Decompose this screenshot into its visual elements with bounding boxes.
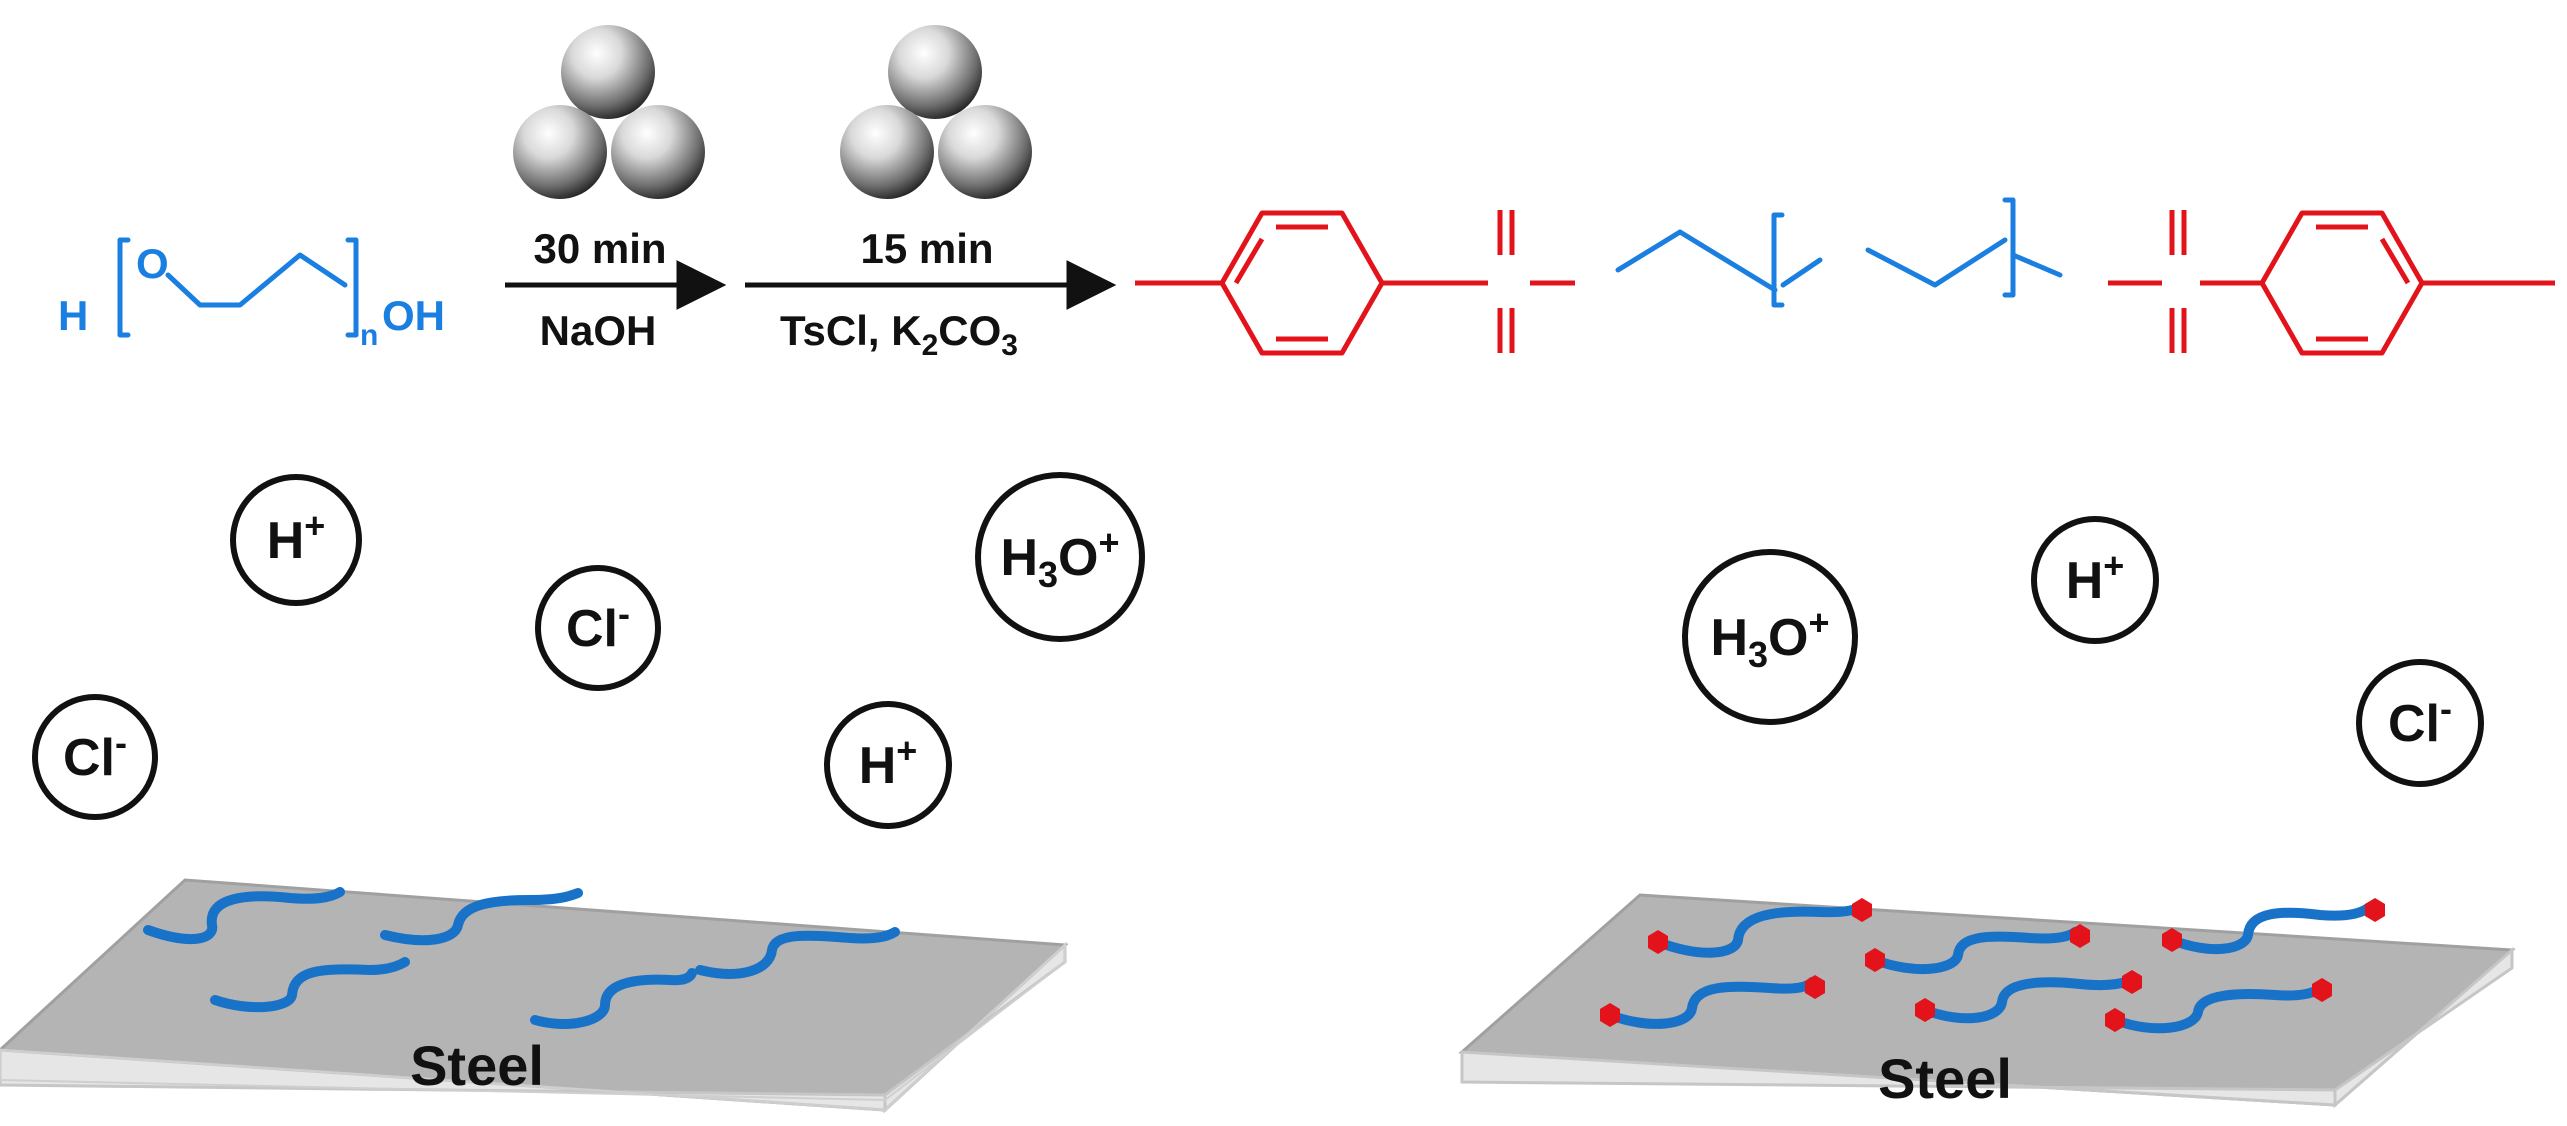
svg-text:Cl-: Cl- <box>2388 688 2452 753</box>
product <box>1135 197 2555 356</box>
benzene-ring-icon <box>1135 210 1488 356</box>
step2-reagents: TsCl, K2CO3 <box>780 307 1018 362</box>
right-steel-plate: Steel <box>1458 893 2516 1110</box>
reactant-right-bracket <box>345 237 359 338</box>
ptsc-chains-right <box>1605 900 2373 1034</box>
peg-chains-left <box>143 887 900 1030</box>
right-ions: H3O+ H+ Cl- <box>1682 516 2484 787</box>
ion-h-plus: H+ <box>2031 516 2159 644</box>
reactant-h: H <box>58 292 88 339</box>
ion-h-plus: H+ <box>230 474 362 606</box>
ion-chloride: Cl- <box>2356 659 2484 787</box>
ball-mill-balls-icon <box>840 25 1032 199</box>
step1-reagent: NaOH <box>540 307 657 354</box>
left-steel-plate: Steel <box>0 878 1069 1114</box>
tosyl-end-groups <box>1600 898 2385 1032</box>
ion-hydronium: H3O+ <box>1682 549 1858 725</box>
svg-text:H+: H+ <box>267 505 326 570</box>
svg-text:Cl-: Cl- <box>63 722 127 787</box>
step2: 15 min TsCl, K2CO3 <box>745 25 1117 362</box>
svg-text:H3O+: H3O+ <box>1000 522 1119 595</box>
reactant-left-bracket <box>117 237 131 338</box>
reactant-chain <box>165 252 348 308</box>
right-steel-label: Steel <box>1878 1047 2012 1110</box>
reactant-n: n <box>360 319 378 352</box>
benzene-ring-icon <box>2200 210 2555 356</box>
ion-hydronium: H3O+ <box>975 472 1145 642</box>
reactant-o: O <box>136 240 169 287</box>
svg-text:Cl-: Cl- <box>566 593 630 658</box>
reactant-oh: OH <box>382 292 445 339</box>
ion-chloride: Cl- <box>535 565 661 691</box>
left-ions: H+ Cl- Cl- H3O+ H+ <box>32 472 1145 829</box>
svg-text:H+: H+ <box>859 730 918 795</box>
left-steel-label: Steel <box>410 1034 544 1097</box>
ball-mill-balls-icon <box>513 25 705 199</box>
ion-h-plus: H+ <box>824 701 952 829</box>
peg-reactant: H O n OH <box>58 237 445 352</box>
ion-chloride: Cl- <box>32 694 158 820</box>
step1-time: 30 min <box>533 225 666 272</box>
step1: 30 min NaOH <box>505 25 727 354</box>
svg-text:H3O+: H3O+ <box>1710 602 1829 675</box>
svg-text:H+: H+ <box>2066 545 2125 610</box>
step2-time: 15 min <box>860 225 993 272</box>
